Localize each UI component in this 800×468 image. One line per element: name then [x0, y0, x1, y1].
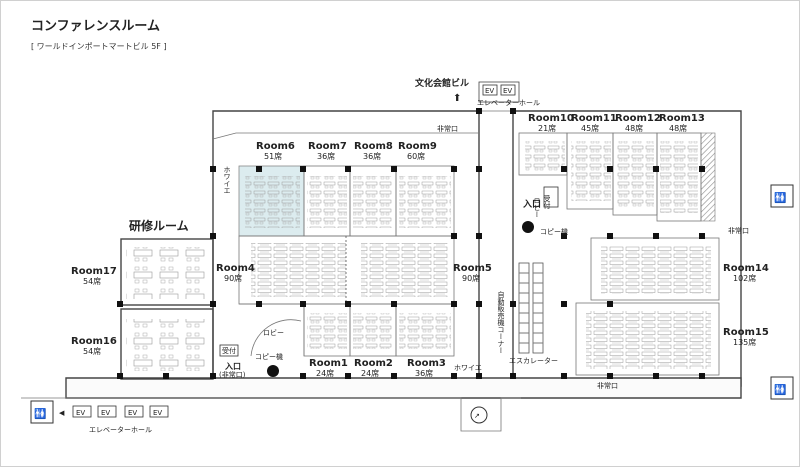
training-room-label: 研修ルーム	[129, 218, 189, 233]
bunka-building-label: 文化会館ビル	[414, 77, 469, 89]
room14-label: Room14	[723, 263, 769, 274]
copier-label: コピー機	[540, 227, 568, 236]
room7-seats: 36席	[317, 151, 335, 161]
building-outline	[21, 110, 742, 432]
room5-seats: 90席	[462, 273, 480, 283]
room12-label: Room12	[615, 113, 661, 124]
room9-seats: 60席	[407, 151, 425, 161]
room14-seats: 102席	[733, 273, 756, 283]
page-subtitle: [ ワールドインポートマートビル 5F ]	[31, 42, 167, 51]
lobby-label: ロビー	[263, 328, 284, 337]
ev-label: EV	[76, 409, 85, 417]
room15-area[interactable]	[575, 302, 720, 376]
room9-label: Room9	[398, 141, 437, 152]
room5-label: Room5	[453, 263, 492, 274]
room4-seats: 90席	[224, 273, 242, 283]
elevator-hall-top: エレベーターホール	[477, 98, 540, 107]
room17-label: Room17	[71, 266, 117, 277]
ev-label: EV	[485, 87, 494, 95]
room16-seats: 54席	[83, 346, 101, 356]
room13-seats: 48席	[669, 123, 687, 133]
room13-label: Room13	[659, 113, 705, 124]
escalator	[518, 262, 544, 354]
room12-seats: 48席	[625, 123, 643, 133]
elevator-hall-bottom: エレベーターホール	[89, 425, 152, 434]
arrow-left-icon: ◀	[59, 409, 65, 417]
restroom-icon: 🚻	[30, 400, 54, 424]
copier-label: コピー機	[255, 352, 283, 361]
room3-area[interactable]	[395, 303, 455, 357]
hatched-area	[700, 132, 716, 222]
restroom-icon: 🚻	[770, 376, 794, 400]
emergency-exit-top: 非常口	[437, 124, 458, 133]
emergency-exit-right: 非常口	[728, 226, 749, 235]
reception-label: 受付	[543, 194, 551, 210]
room10-label: Room10	[528, 113, 574, 124]
reception-box	[543, 186, 559, 208]
room2-label: Room2	[354, 358, 393, 369]
page-title: コンファレンスルーム	[31, 19, 160, 34]
room10-seats: 21席	[538, 123, 556, 133]
entrance-label: 入口	[224, 362, 241, 371]
emergency-exit-bottom: 非常口	[597, 381, 618, 390]
restroom-icon: 🚻	[770, 184, 794, 208]
room15-label: Room15	[723, 327, 769, 338]
svg-text:🚻: 🚻	[774, 191, 786, 204]
room11-label: Room11	[571, 113, 617, 124]
room4-label: Room4	[216, 263, 255, 274]
ev-label: EV	[503, 87, 512, 95]
arrow-up-icon: ⬆	[453, 93, 461, 104]
room15-seats: 135席	[733, 337, 756, 347]
vending-corner-label: 自動販売機コーナー	[497, 290, 505, 354]
ev-label: EV	[153, 409, 162, 417]
svg-text:🚻: 🚻	[774, 383, 786, 396]
pillars	[117, 108, 705, 379]
room8-label: Room8	[354, 141, 393, 152]
escalator-label: エスカレーター	[509, 356, 558, 365]
room8-seats: 36席	[363, 151, 381, 161]
room1-seats: 24席	[316, 368, 334, 378]
room7-label: Room7	[308, 141, 347, 152]
ev-label: EV	[101, 409, 110, 417]
entrance-label: 入口	[522, 199, 541, 210]
room3-seats: 36席	[415, 368, 433, 378]
svg-text:↗: ↗	[474, 412, 480, 420]
svg-text:🚻: 🚻	[34, 407, 46, 420]
room2-seats: 24席	[361, 368, 379, 378]
reception-box	[219, 344, 239, 357]
room1-label: Room1	[309, 358, 348, 369]
room17-area[interactable]	[120, 238, 214, 306]
room3-label: Room3	[407, 358, 446, 369]
room6-label: Room6	[256, 141, 295, 152]
ev-label: EV	[128, 409, 137, 417]
foyer-bottom: ホワイエ	[454, 364, 482, 372]
reception-label: 受付	[222, 346, 236, 355]
lobby-vertical: ロビー	[533, 197, 541, 218]
copier-icon	[522, 221, 534, 233]
room16-label: Room16	[71, 336, 117, 347]
escalator-icon	[470, 406, 488, 424]
foyer-vertical: ホワイエ	[223, 166, 231, 194]
copier-icon	[267, 365, 279, 377]
room6-seats: 51席	[264, 151, 282, 161]
room11-seats: 45席	[581, 123, 599, 133]
room17-seats: 54席	[83, 276, 101, 286]
entrance-emergency-label: (非常口)	[219, 370, 246, 379]
